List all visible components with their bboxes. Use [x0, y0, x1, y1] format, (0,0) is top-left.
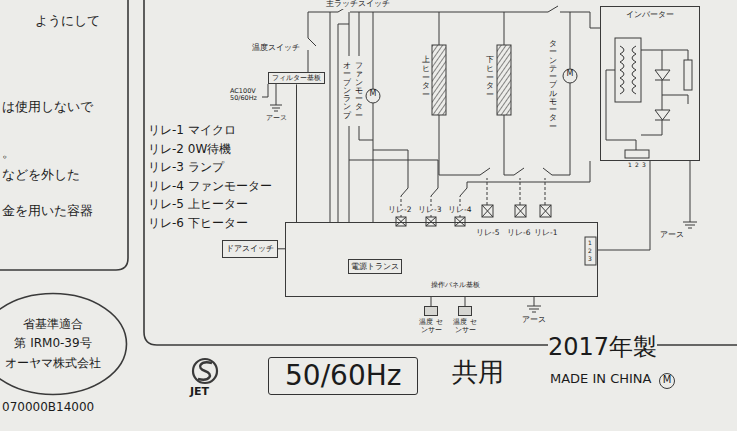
pin-number: 3: [588, 256, 592, 263]
relay-label: リレ-3: [418, 206, 441, 215]
certification-oval: 省基準適合第 IRM0-39号オーヤマ株式会社: [0, 292, 128, 396]
node-text: インバーター: [601, 9, 699, 20]
note-text: 金を用いた容器: [2, 204, 93, 219]
node-text: ドアスイッチ: [226, 244, 274, 254]
relay-legend-line: リレ-3 ランプ: [148, 161, 224, 175]
motor-letter: M: [367, 89, 379, 98]
relay-link: [401, 178, 545, 217]
relay-legend-line: リレ-5 上ヒーター: [148, 198, 248, 212]
node-text: 温度 センサー: [450, 318, 480, 335]
relay-legend-line: リレ-1 マイクロ: [148, 124, 236, 138]
note-text: ようにして: [35, 14, 100, 29]
component-label: ターンテーブルモーター: [549, 40, 557, 131]
component-label: 下ヒーター: [486, 56, 494, 100]
ground-symbol: [527, 297, 541, 312]
wire: [349, 150, 590, 196]
component-label: 上ヒーター: [422, 56, 430, 100]
wire-connector: [278, 248, 285, 249]
pin-number: 2: [588, 248, 592, 255]
ground-label: アース: [522, 315, 546, 324]
pin-number: 1: [588, 240, 592, 247]
panel-frame: [144, 0, 737, 345]
logo-text: JET: [190, 386, 209, 399]
wire: [338, 24, 349, 222]
node-text: フィルター基板: [272, 74, 321, 82]
inverter-circuit: [606, 38, 692, 158]
relay-label: リレ-6: [507, 229, 530, 238]
switch-label: 主ラッチスイッチ: [326, 0, 390, 9]
serial-number: 070000B14000: [2, 401, 94, 415]
wire-connector: [431, 297, 432, 306]
door-switch: ドアスイッチ: [222, 240, 278, 258]
ground-label: アース: [660, 230, 684, 239]
jet-logo: [193, 359, 217, 383]
frequency-box: 50/60Hz: [268, 357, 418, 395]
pin-number: 3: [642, 162, 646, 169]
motor-symbol: [366, 89, 380, 103]
heater-symbol: [497, 45, 511, 115]
node-text: 第 IRM0-39号: [14, 334, 91, 353]
pin-number: 2: [635, 162, 639, 169]
relay-legend-line: リレ-4 ファンモーター: [148, 180, 272, 194]
wire-connector: [465, 297, 466, 306]
circled-letter: M: [660, 374, 674, 386]
thermal-switch: [308, 12, 330, 72]
node-text: 電源トランス: [351, 262, 399, 271]
motor-symbol: [563, 69, 577, 83]
wire: [439, 12, 524, 175]
year-text: 2017年製: [548, 334, 657, 362]
node-text: 温度 センサー: [416, 318, 446, 335]
inverter-box: インバーター: [600, 6, 700, 161]
filter-board: フィルター基板: [268, 72, 325, 84]
relay-legend-line: リレ-6 下ヒーター: [148, 217, 248, 231]
node-text: 50/60Hz: [285, 358, 401, 394]
pin-number: 1: [628, 162, 632, 169]
motor-letter: M: [564, 69, 576, 78]
mark-circle: [660, 374, 675, 389]
node-text: 省基準適合: [23, 315, 83, 334]
note-text: は使用しないで: [2, 100, 93, 115]
connector-symbol: [585, 237, 596, 265]
usage-text: 共用: [452, 358, 504, 388]
power-input-label: AC100V 50/60Hz: [230, 88, 260, 103]
sensor-symbol: [424, 306, 438, 316]
temperature-sensor: 温度 センサー: [450, 306, 480, 335]
ground-label: アース: [266, 114, 287, 122]
node-text: 操作パネル基板: [431, 280, 480, 290]
ground-symbol: [683, 161, 697, 228]
sensor-symbol: [458, 306, 472, 316]
wire: [330, 6, 600, 222]
wire-connector: [598, 161, 650, 250]
relay-label: リレ-4: [448, 206, 471, 215]
relay-legend-line: リレ-2 0W待機: [148, 143, 231, 157]
note-text: などを外した: [2, 168, 80, 183]
wire: [543, 12, 570, 175]
node-text: オーヤマ株式会社: [5, 354, 101, 373]
wire: [262, 84, 268, 97]
jet-logo: [198, 362, 212, 379]
switch-label: 温度スイッチ: [252, 44, 300, 53]
component-label: オーブンランプ: [343, 62, 351, 120]
relay-label: リレ-1: [534, 229, 557, 238]
temperature-sensor: 温度 センサー: [416, 306, 446, 335]
origin-text: MADE IN CHINA: [550, 372, 651, 387]
relay-label: リレ-2: [388, 206, 411, 215]
power-transformer: 電源トランス: [348, 259, 402, 274]
relay-label: リレ-5: [476, 229, 499, 238]
heater-symbol: [432, 45, 446, 115]
wire: [373, 12, 374, 222]
panel-frame: [0, 0, 128, 270]
component-label: ファンモーター: [355, 62, 363, 120]
note-text: 。: [2, 146, 15, 161]
wire-connector: [296, 84, 297, 222]
ground-symbol: [270, 84, 282, 111]
